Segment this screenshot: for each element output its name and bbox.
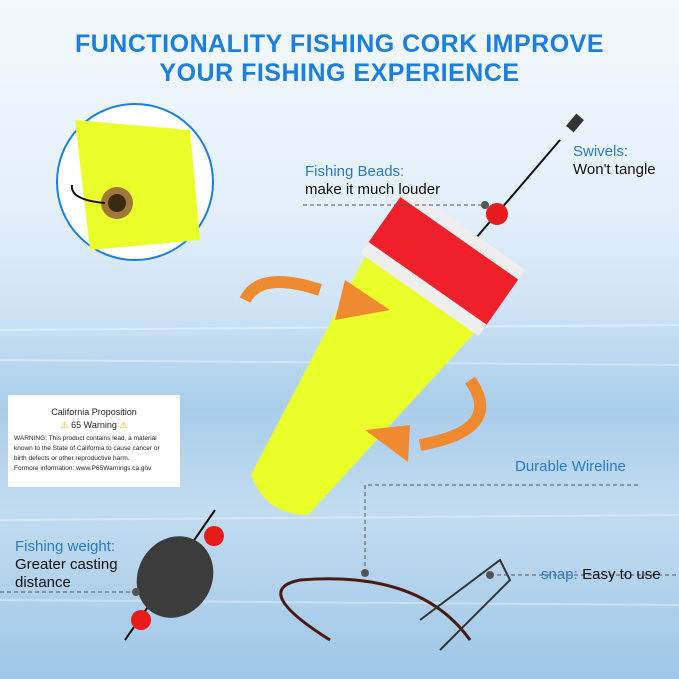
swivels-label: Swivels: bbox=[573, 143, 629, 160]
snap-text: Easy to use bbox=[582, 566, 661, 583]
swivels-callout: Swivels: Won't tangle bbox=[573, 143, 656, 179]
beads-callout: Fishing Beads: make it much louder bbox=[305, 163, 440, 199]
weight-callout: Fishing weight: Greater casting distance bbox=[15, 538, 118, 592]
warning-triangle-icon: ⚠ bbox=[119, 420, 128, 430]
cork bbox=[251, 187, 526, 515]
warning-heading-2: 65 Warning bbox=[71, 420, 117, 430]
warning-body: WARNING: This product contains lead, a m… bbox=[14, 435, 160, 462]
prop65-warning-box: California Proposition ⚠ 65 Warning ⚠ WA… bbox=[8, 395, 180, 487]
snap-label: snap: bbox=[541, 566, 578, 583]
snap-callout: snap: Easy to use bbox=[541, 566, 661, 584]
weight-text-1: Greater casting bbox=[15, 556, 118, 573]
headline-line-1: FUNCTIONALITY FISHING CORK IMPROVE bbox=[74, 30, 605, 58]
headline: FUNCTIONALITY FISHING CORK IMPROVE YOUR … bbox=[0, 30, 679, 88]
swivels-text: Won't tangle bbox=[573, 161, 656, 178]
headline-line-2: YOUR FISHING EXPERIENCE bbox=[159, 59, 520, 87]
warning-heading-1: California Proposition bbox=[51, 407, 137, 417]
end-detail-circle bbox=[56, 103, 214, 261]
beads-text: make it much louder bbox=[305, 181, 441, 198]
warning-more-info: Formore information: www.P65Warnings.ca.… bbox=[14, 465, 152, 472]
beads-label: Fishing Beads: bbox=[305, 163, 405, 180]
weight-label: Fishing weight: bbox=[15, 538, 116, 555]
warning-triangle-icon: ⚠ bbox=[60, 420, 69, 430]
wireline-label: Durable Wireline bbox=[515, 458, 626, 475]
weight-text-2: distance bbox=[15, 574, 71, 591]
